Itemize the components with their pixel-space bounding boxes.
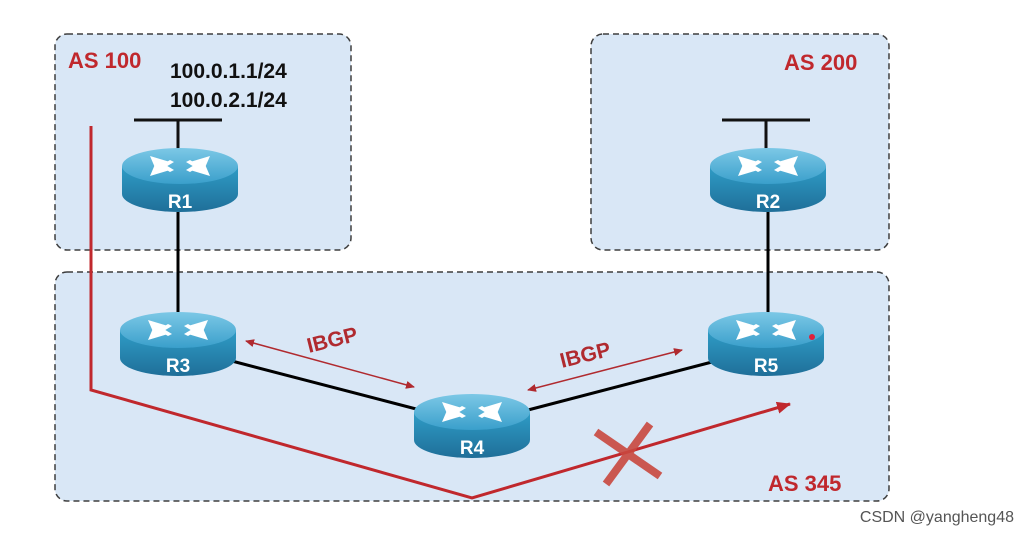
as345-area xyxy=(54,271,890,502)
watermark: CSDN @yangheng48 xyxy=(859,509,1014,526)
router-r4[interactable]: R4 xyxy=(414,394,530,459)
ibgp-arrow-left xyxy=(245,339,415,389)
router-r3-label: R3 xyxy=(166,356,190,377)
router-r3[interactable]: R3 xyxy=(120,312,236,377)
r1-lan-segment xyxy=(134,118,222,152)
router-r5-status-dot xyxy=(809,334,815,340)
router-r2[interactable]: R2 xyxy=(710,148,826,213)
router-r1[interactable]: R1 xyxy=(122,148,238,213)
router-r5-label: R5 xyxy=(754,356,779,377)
as200-label: AS 200 xyxy=(784,50,857,75)
blocked-x-mark xyxy=(593,421,663,487)
router-r5[interactable]: R5 xyxy=(708,312,824,377)
r2-lan-segment xyxy=(722,118,810,152)
as345-label: AS 345 xyxy=(768,471,841,496)
router-r2-label: R2 xyxy=(756,192,780,213)
router-r1-label: R1 xyxy=(168,192,193,213)
router-r4-label: R4 xyxy=(460,438,485,459)
prefix-label-2: 100.0.2.1/24 xyxy=(170,89,287,112)
as100-label: AS 100 xyxy=(68,48,141,73)
prefix-label-1: 100.0.1.1/24 xyxy=(170,60,287,83)
ibgp-arrow-right xyxy=(527,348,683,392)
